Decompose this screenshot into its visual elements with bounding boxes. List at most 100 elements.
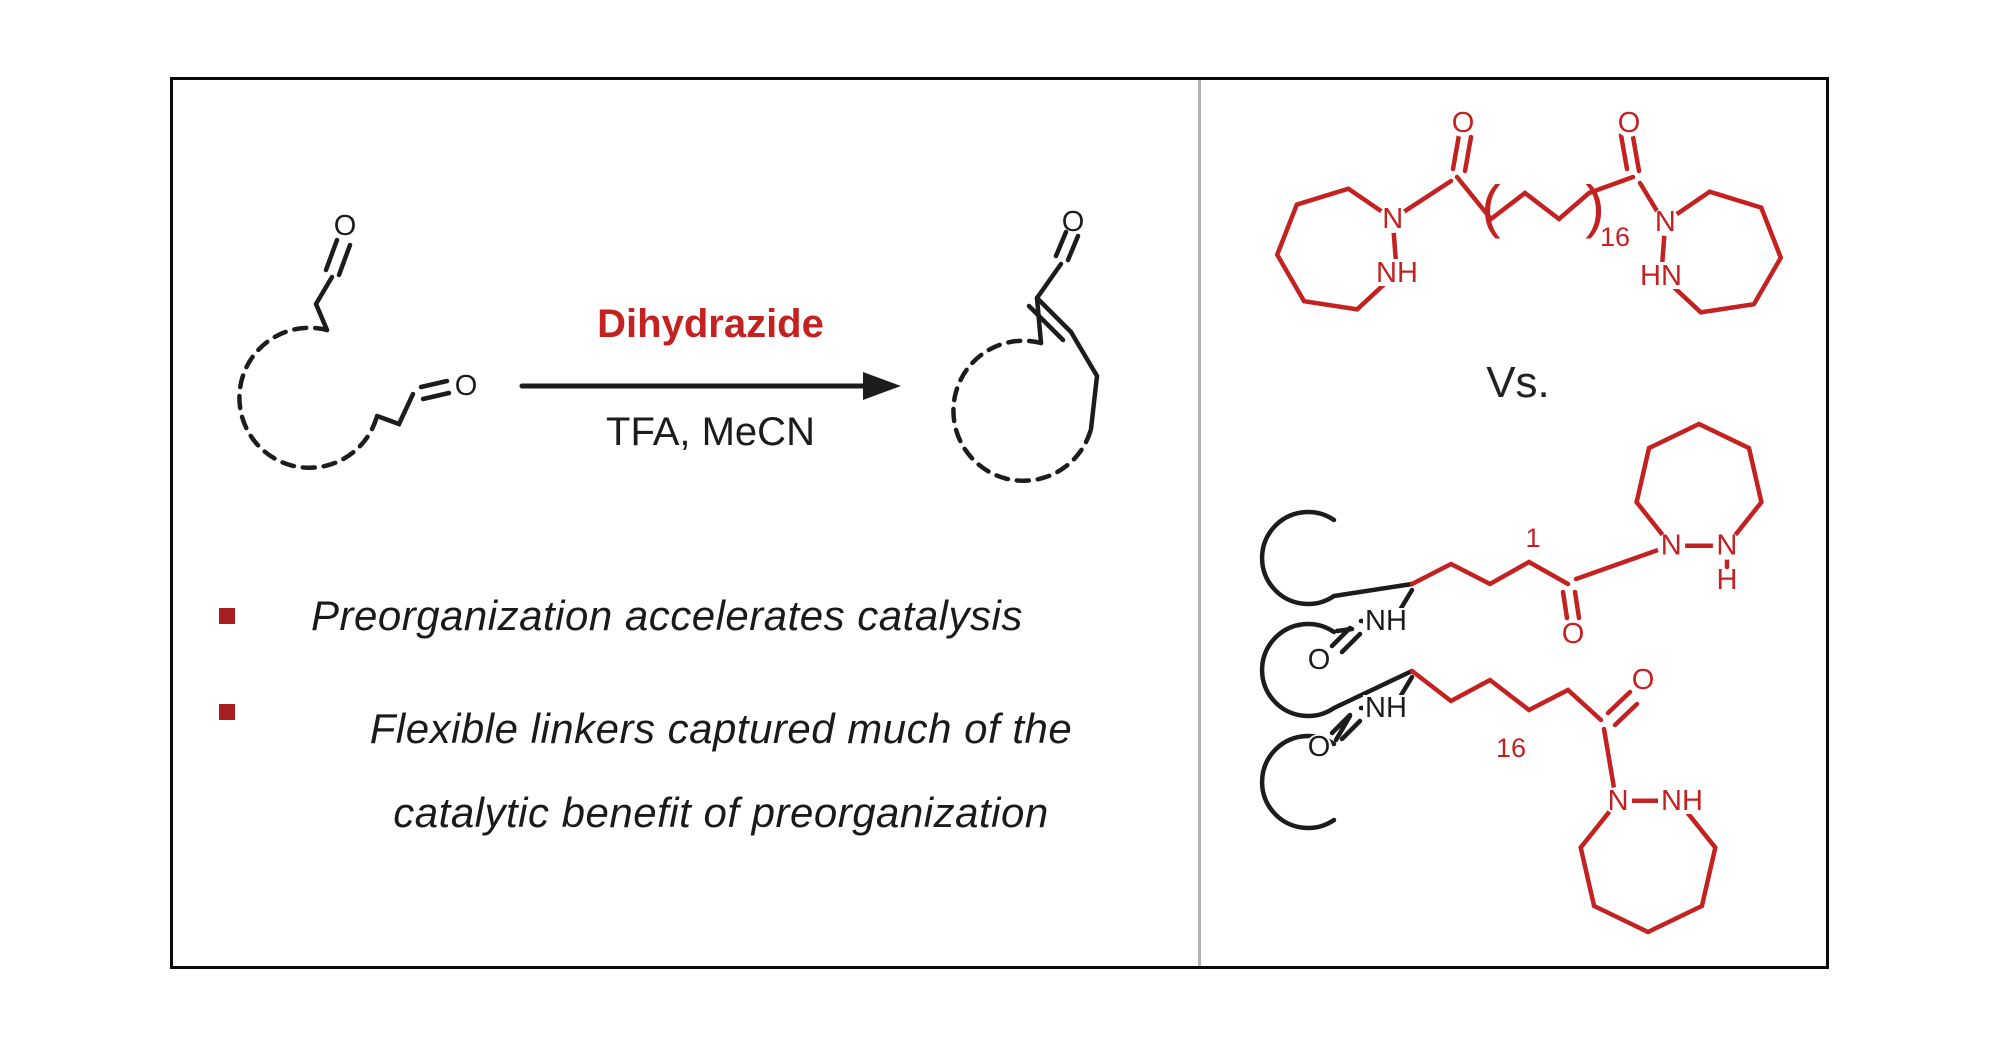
chain-length-label-1: 1	[1525, 523, 1540, 553]
reaction-arrow	[519, 372, 901, 400]
label-bg	[1651, 208, 1680, 236]
hn-label: HN	[1640, 260, 1682, 292]
oxygen-label: O	[455, 370, 478, 402]
oxygen-label: O	[1632, 664, 1655, 696]
macrocycle-dashed-ring	[237, 325, 380, 470]
bond	[1637, 180, 1663, 219]
label-bg	[1615, 109, 1643, 137]
c-o-double-bond	[1572, 589, 1582, 621]
label-bg	[1306, 647, 1332, 673]
product-structure: O	[951, 206, 1100, 483]
panel-divider	[1198, 80, 1201, 966]
c-o-double-bond	[418, 378, 450, 390]
bond	[1333, 713, 1353, 743]
diazepane-ring-upper	[1634, 421, 1764, 548]
label-bg	[1449, 109, 1477, 137]
bond	[1573, 547, 1661, 582]
flexible-linker-structure: NH O NH O 1 O N N H 16 O N NH	[1259, 421, 1764, 935]
oxygen-label: O	[1562, 618, 1585, 650]
label-bg	[1630, 667, 1656, 693]
nh-label: NH	[1376, 257, 1418, 289]
bond	[313, 274, 335, 333]
nh-label: NH	[1365, 605, 1407, 637]
paren-close: )	[1585, 175, 1604, 240]
c-o-double-bond	[1612, 701, 1640, 728]
bond	[1397, 587, 1415, 613]
bullet-point-1: Preorganization accelerates catalysis	[311, 592, 1023, 639]
c-o-double-bond	[1462, 134, 1474, 174]
label-bg	[1658, 787, 1706, 814]
c-o-double-bond	[1630, 134, 1642, 174]
bullet-point-2-line1: Flexible linkers captured much of the	[369, 705, 1073, 752]
bond	[1397, 674, 1415, 700]
c-o-double-bond	[1618, 132, 1630, 172]
bond	[1399, 178, 1454, 216]
label-bg	[1373, 259, 1421, 286]
c-c-double-bond	[1034, 295, 1074, 335]
label-bg	[1604, 786, 1633, 815]
bond	[1334, 626, 1355, 634]
alkyl-chain-16	[1409, 668, 1604, 723]
bullet-point-2: Flexible linkers captured much of the ca…	[311, 687, 1131, 855]
bond	[1331, 668, 1415, 711]
diazepane-ring-right	[1658, 189, 1784, 315]
c-o-double-bond	[420, 390, 452, 402]
arrow-head	[863, 372, 901, 400]
bond	[1601, 726, 1617, 791]
c-c-double-bond	[1026, 303, 1066, 343]
nh-label: NH	[1365, 692, 1407, 724]
oxygen-label: O	[1062, 206, 1085, 238]
vs-label: Vs.	[1486, 358, 1550, 407]
c-o-double-bond	[323, 237, 340, 273]
c-o-double-bond	[336, 242, 353, 278]
c-o-double-bond	[1339, 718, 1363, 742]
label-bg	[1560, 621, 1586, 647]
oxygen-label: O	[1308, 644, 1331, 676]
c-o-double-bond	[1053, 229, 1069, 259]
c-o-double-bond	[1560, 589, 1570, 621]
hydrogen-label: H	[1717, 564, 1738, 596]
reactant-structure: O O	[237, 210, 478, 470]
c-o-double-bond	[1339, 631, 1363, 655]
nitrogen-label: N	[1655, 206, 1676, 238]
backbone-arc	[1259, 621, 1337, 719]
paren-open: (	[1481, 175, 1500, 240]
c-o-double-bond	[1065, 233, 1081, 263]
reagent-label: Dihydrazide	[597, 302, 824, 346]
bond	[374, 391, 416, 427]
label-bg	[1637, 262, 1685, 289]
bullet-marker	[219, 608, 235, 624]
c-o-double-bond	[1450, 132, 1462, 172]
label-bg	[1306, 734, 1332, 760]
label-bg	[1657, 531, 1686, 560]
nitrogen-label: N	[1382, 203, 1403, 235]
conditions-label: TFA, MeCN	[606, 410, 815, 454]
figure-frame: O O Dihydrazide TFA, MeCN O	[170, 77, 1829, 969]
bond	[1034, 295, 1044, 346]
bond	[1331, 581, 1415, 599]
linker-chain	[1454, 174, 1636, 223]
bond	[1034, 261, 1064, 301]
repeat-count-label: 16	[1600, 222, 1630, 252]
diazepane-ring-lower	[1578, 798, 1718, 935]
label-bg	[1378, 205, 1407, 233]
alkyl-chain-1	[1409, 559, 1571, 587]
nitrogen-label: N	[1661, 530, 1682, 562]
bond	[1068, 329, 1100, 432]
backbone-arc	[1259, 509, 1337, 607]
chain-length-label-16: 16	[1496, 733, 1526, 763]
bullet-marker	[219, 704, 235, 720]
label-bg	[1363, 695, 1409, 721]
oxygen-label: O	[1308, 731, 1331, 763]
c-o-double-bond	[1605, 689, 1633, 716]
nh-label: NH	[1661, 785, 1703, 817]
oxygen-label: O	[1618, 107, 1641, 139]
macrocycle-dashed-ring	[951, 338, 1094, 483]
preorganized-dihydrazide-structure: ( ) 16 O O N NH N HN	[1274, 107, 1784, 315]
label-bg	[1363, 608, 1409, 634]
diazepane-ring-left	[1274, 186, 1400, 312]
nitrogen-label: N	[1608, 785, 1629, 817]
bullet-point-2-line2: catalytic benefit of preorganization	[393, 789, 1049, 836]
nitrogen-label: N	[1716, 530, 1737, 562]
